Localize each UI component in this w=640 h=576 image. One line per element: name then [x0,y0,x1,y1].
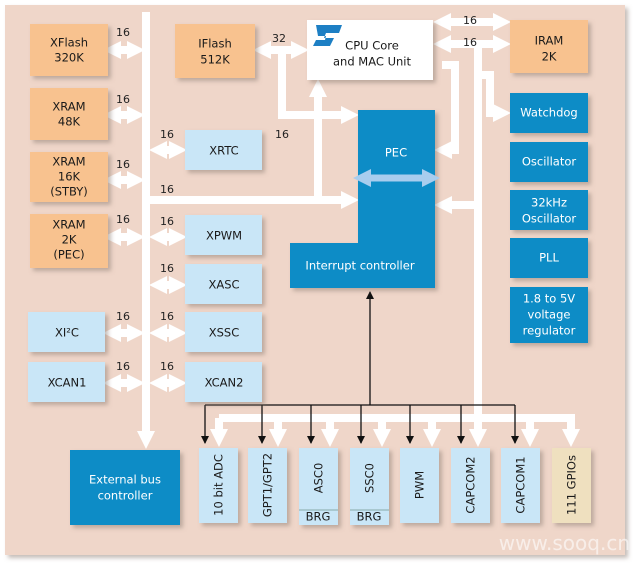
width-label: 16 [463,36,477,49]
capcom1-block [501,448,540,523]
watermark: www.sooq.cn [499,531,630,555]
oscillator-block [510,142,588,182]
xram16-note: (STBY) [50,185,88,199]
xcan1-label: XCAN1 [48,376,87,390]
ebc-label-2: controller [98,489,153,503]
ssc0-label: SSC0 [363,463,377,493]
iflash-label: IFlash [198,37,232,51]
width-label: 16 [116,213,130,226]
xram2-label: XRAM [52,218,85,232]
iflash-block [175,24,255,78]
external-bus-controller-block [70,450,180,525]
iram-label: IRAM [535,34,564,48]
asc0-block [299,448,338,525]
xrtc-block [185,130,262,170]
capcom2-label: CAPCOM2 [464,456,478,513]
adc-label: 10 bit ADC [212,454,226,516]
regulator-label: 1.8 to 5V [523,292,575,306]
osc32-block [510,190,588,230]
pec-interrupt-block [290,110,435,288]
xpwm-block [185,215,262,255]
width-label: 16 [160,262,174,275]
interrupt-controller-label: Interrupt controller [305,259,414,273]
osc32-label: 32kHz [531,196,567,210]
iram-block [510,20,588,73]
cpu-label: CPU Core [345,39,399,53]
width-label: 16 [116,360,130,373]
xflash-block [30,24,108,76]
iflash-size: 512K [200,53,230,67]
width-label: 32 [272,32,286,45]
ssc0-brg-label: BRG [357,510,382,524]
capcom1-label: CAPCOM1 [514,456,528,513]
width-label: 16 [160,183,174,196]
regulator-label-3: regulator [523,324,576,338]
xpwm-label: XPWM [206,229,242,243]
oscillator-label: Oscillator [522,155,577,169]
xrtc-label: XRTC [209,144,238,158]
pwm-block [400,448,439,523]
xasc-block [185,264,262,304]
xcan2-label: XCAN2 [205,376,244,390]
watchdog-block [510,93,588,133]
xssc-block [185,312,262,352]
width-label: 16 [160,128,174,141]
width-label: 16 [116,93,130,106]
gpios-label: 111 GPIOs [565,455,579,515]
xflash-label: XFlash [50,36,88,50]
xssc-label: XSSC [209,326,240,340]
width-label: 16 [160,310,174,323]
watchdog-label: Watchdog [520,106,577,120]
asc0-label: ASC0 [312,463,326,494]
xram-48k-block [30,88,108,140]
iram-size: 2K [542,50,557,64]
pec-label: PEC [385,146,407,160]
xi2c-block [28,312,105,352]
buses [103,12,571,443]
gpt-label: GPT1/GPT2 [261,453,275,517]
bus-width-labels: 16 16 16 16 16 16 16 16 16 16 16 16 16 3… [116,14,477,373]
xasc-label: XASC [208,278,239,292]
asc0-brg-label: BRG [306,510,331,524]
capcom2-block [451,448,490,523]
xcan2-block [185,362,262,402]
regulator-label-2: voltage [528,308,571,322]
st-logo [313,25,342,46]
gpios-block [552,448,591,523]
xram16-size: 16K [58,170,81,184]
osc32-label-2: Oscillator [522,212,577,226]
xram2-note: (PEC) [53,248,84,262]
width-label: 16 [463,14,477,27]
width-label: 16 [116,26,130,39]
width-label: 16 [160,360,174,373]
xram48-size: 48K [58,115,81,129]
pwm-label: PWM [413,471,427,499]
xram2-size: 2K [62,233,77,247]
xram48-label: XRAM [52,100,85,114]
xram16-label: XRAM [52,155,85,169]
width-label: 16 [275,128,289,141]
ebc-label: External bus [89,473,161,487]
pll-block [510,238,588,278]
width-label: 16 [116,158,130,171]
width-label: 16 [160,215,174,228]
regulator-block [510,287,588,343]
width-label: 16 [116,310,130,323]
ssc0-block [350,448,389,525]
xcan1-block [28,362,105,402]
cpu-label-2: and MAC Unit [333,55,411,69]
xram-2k-block [30,214,108,268]
xflash-size: 320K [54,51,84,65]
xram-16k-block [30,152,108,202]
pll-label: PLL [539,251,559,265]
adc-block [199,448,238,523]
gpt-block [248,448,287,523]
xi2c-label: XI²C [55,326,79,340]
